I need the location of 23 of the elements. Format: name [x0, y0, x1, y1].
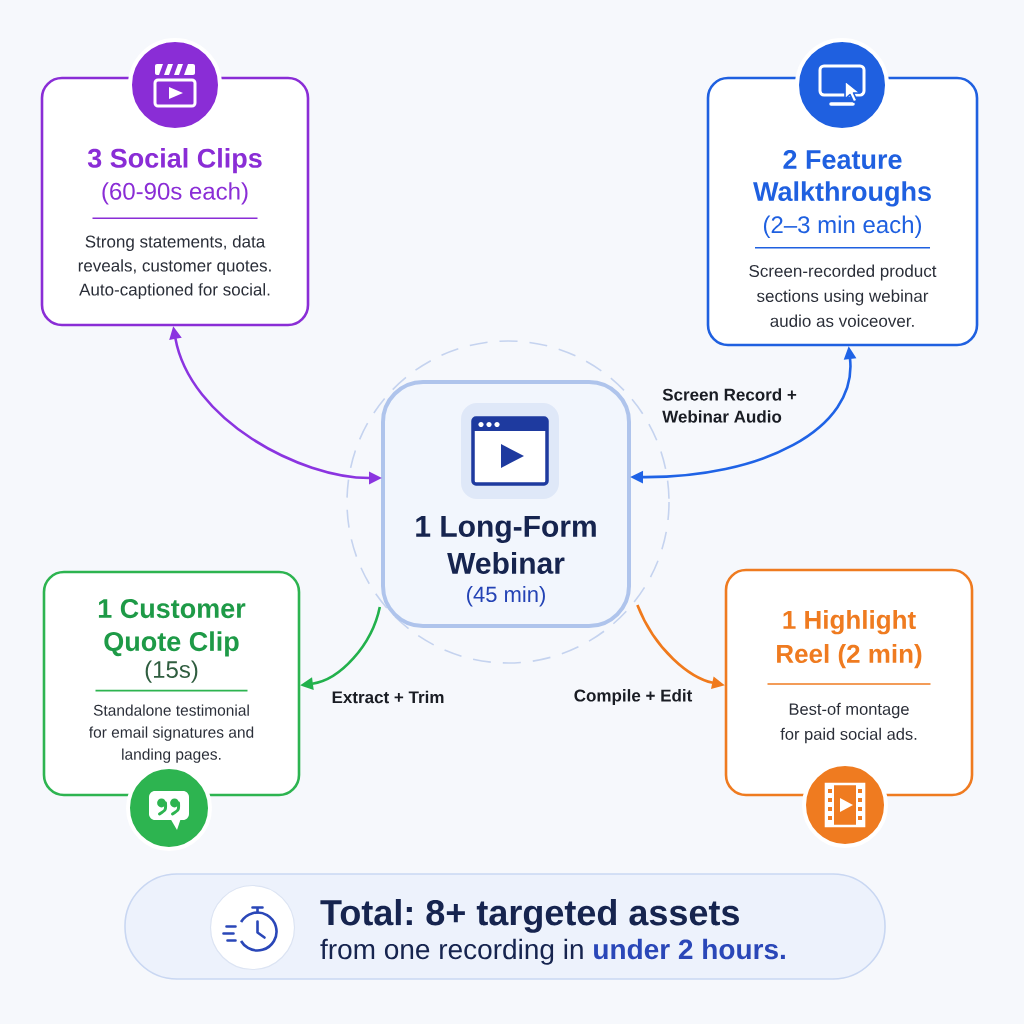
subtitle: (45 min)	[467, 585, 545, 607]
description-text: Best-of montage for paid social ads.	[780, 702, 917, 744]
summary-text: from one recording in under 2 hours.	[320, 938, 785, 965]
card-title: 2 Feature Walkthroughs	[753, 150, 931, 207]
card	[40, 76, 310, 327]
subtitle: (15s)	[145, 660, 198, 683]
card-title: 1 Highlight Reel (2 min)	[777, 610, 922, 669]
subtitle: (60-90s each)	[102, 182, 248, 205]
edge-label: Screen Record + Webinar Audio	[662, 388, 797, 423]
card	[42, 570, 301, 797]
subtitle: (2–3 min each)	[763, 215, 921, 238]
edge-label: Extract + Trim	[332, 690, 444, 704]
description-text: Strong statements, data reveals, customer quotes. Auto-captioned for social.	[78, 235, 271, 299]
description-text: Standalone testimonial for email signatures and landing pages.	[89, 704, 254, 763]
summary-headline: Total: 8+ targeted assets	[320, 899, 739, 933]
description-text: Screen-recorded product sections using webinar audio as voiceover.	[749, 264, 937, 327]
card-title: 3 Social Clips	[87, 148, 262, 174]
edge-label: Compile + Edit	[574, 689, 693, 705]
card-title: 1 Long-Form Webinar	[416, 516, 596, 574]
summary-banner	[124, 873, 886, 980]
card-title: 1 Customer Quote Clip	[98, 599, 246, 657]
card	[706, 76, 979, 347]
card	[724, 568, 974, 797]
